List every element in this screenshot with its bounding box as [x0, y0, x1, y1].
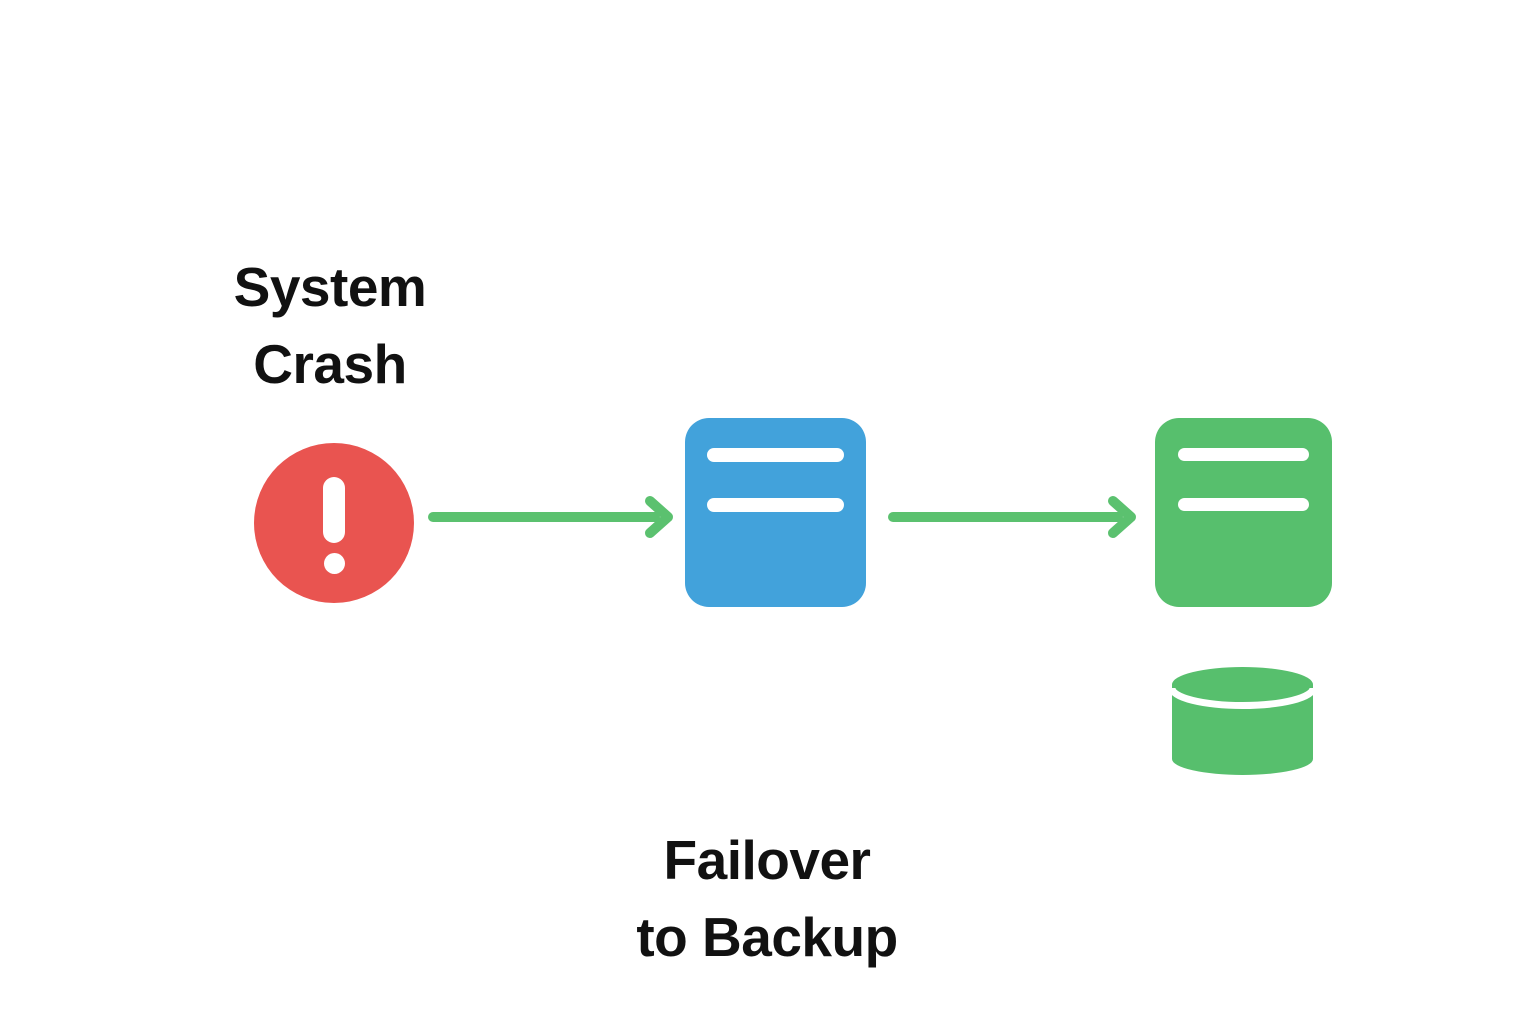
server-slot: [1178, 498, 1309, 511]
system-crash-label: System Crash: [130, 249, 530, 403]
failover-label: Failover to Backup: [567, 822, 967, 976]
exclamation-dot: [324, 553, 345, 574]
backup-database-icon: [1168, 667, 1317, 775]
exclamation-bar: [323, 477, 345, 543]
primary-server-icon: [685, 418, 866, 607]
arrow-primary-to-backup-icon: [888, 496, 1136, 538]
failover-label-line2: to Backup: [636, 906, 898, 968]
arrow-crash-to-primary-icon: [428, 496, 673, 538]
backup-server-icon: [1155, 418, 1332, 607]
alert-exclamation-icon: [254, 443, 414, 603]
server-slot: [707, 448, 844, 462]
system-crash-label-line1: System: [233, 256, 427, 318]
server-slot: [1178, 448, 1309, 461]
system-crash-label-line2: Crash: [253, 333, 407, 395]
failover-label-line1: Failover: [663, 829, 871, 891]
server-slot: [707, 498, 844, 512]
